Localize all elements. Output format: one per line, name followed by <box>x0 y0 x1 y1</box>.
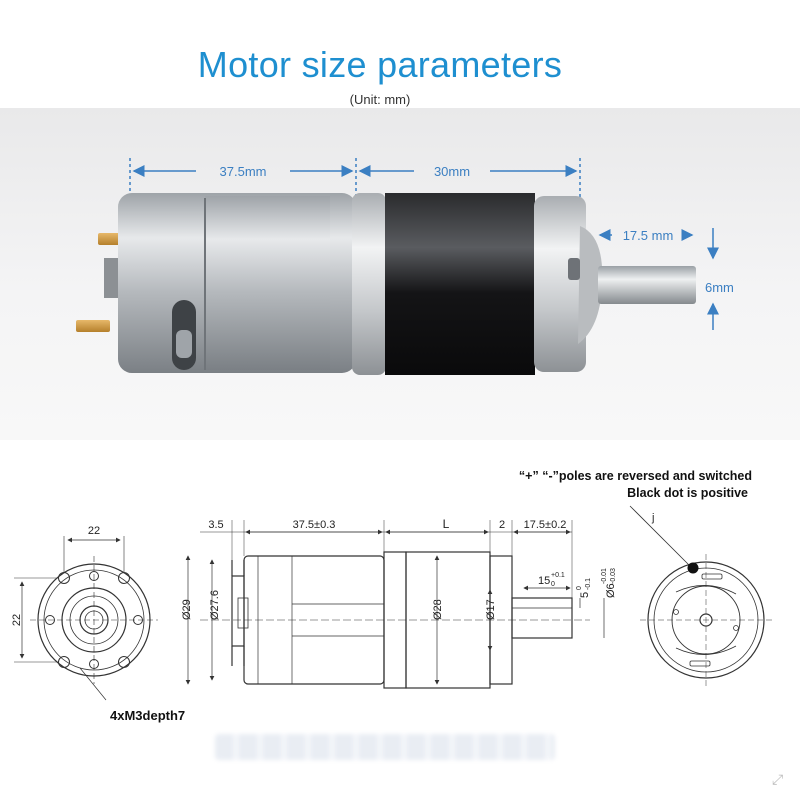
dim-d17: Ø17 <box>485 599 497 620</box>
polarity-note-line2: Black dot is positive <box>627 486 748 500</box>
dim-flat-tol-up: +0.1 <box>551 572 565 579</box>
positive-dot-icon <box>687 562 699 574</box>
faded-caption-graphic <box>215 734 555 760</box>
output-shaft <box>598 266 696 304</box>
unit-note: (Unit: mm) <box>349 92 411 107</box>
dim-d28: Ø28 <box>432 599 444 620</box>
front-width-dim: 22 <box>88 525 100 537</box>
polarity-note-line1: “+” “-”poles are reversed and switched <box>518 469 752 483</box>
front-view <box>14 536 158 701</box>
motor-can <box>118 193 356 373</box>
rear-view-label: j <box>651 512 654 524</box>
dim-d29: Ø29 <box>181 599 193 620</box>
dim-gap: 2 <box>499 519 505 531</box>
dim-flat-length: 15 <box>538 575 550 587</box>
dim-flat-depth-tol-down: -0.1 <box>585 578 592 590</box>
dim-terminal: 3.5 <box>208 519 223 531</box>
corner-mark-icon: ⤢ <box>772 771 783 787</box>
motor-photo: 37.5mm 30mm 17.5 mm 6mm <box>0 108 800 440</box>
rear-view <box>629 505 772 686</box>
dim-motor-length-drawing: 37.5±0.3 <box>293 519 336 531</box>
page-title: Motor size parameters <box>197 44 563 85</box>
dim-gearbox-L: L <box>443 517 450 531</box>
dim-flat-tol-down: 0 <box>551 581 555 588</box>
dim-flat-depth-tol-up: 0 <box>576 586 583 590</box>
dim-motor-length: 37.5mm <box>220 164 267 179</box>
dim-flat-depth: 5 <box>579 592 591 598</box>
dim-shaft-length: 17.5 mm <box>623 228 674 243</box>
dim-d27-6: Ø27.6 <box>209 590 221 620</box>
technical-drawing: 22 22 3.5 37.5 <box>11 505 783 787</box>
terminals <box>76 233 124 332</box>
photo-dimensions <box>129 158 719 330</box>
front-height-dim: 22 <box>11 614 23 626</box>
dim-shaft-length-drawing: 17.5±0.2 <box>524 519 567 531</box>
dim-shaft-dia-tol-up: -0.01 <box>601 568 608 584</box>
dim-shaft-dia: Ø6 <box>605 583 617 598</box>
polarity-note: “+” “-”poles are reversed and switched B… <box>519 468 752 502</box>
dim-shaft-diameter: 6mm <box>705 280 734 295</box>
dim-gearbox-length: 30mm <box>434 164 470 179</box>
dim-shaft-dia-tol-down: -0.03 <box>610 568 617 584</box>
gearbox <box>352 193 603 375</box>
screw-note: 4xM3depth7 <box>110 708 186 723</box>
motor-photo-svg: 37.5mm 30mm 17.5 mm 6mm <box>76 158 734 375</box>
side-view <box>185 520 605 689</box>
